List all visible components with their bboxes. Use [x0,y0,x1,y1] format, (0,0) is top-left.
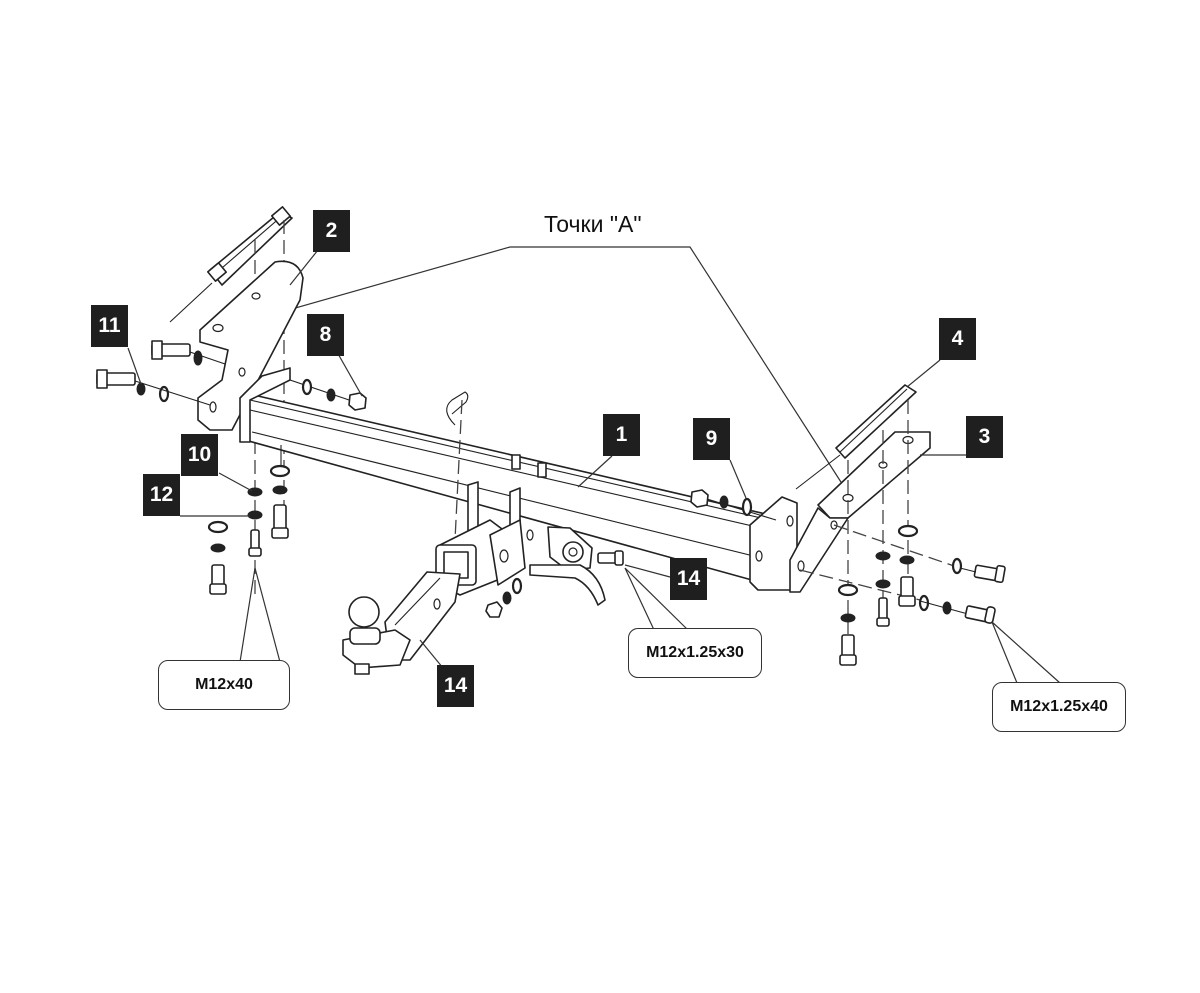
right-nut-set [690,489,777,521]
part-tag-1: 1 [603,414,640,456]
receiver-nuts [485,577,523,618]
bolt-spec-m12x40: M12x40 [158,660,290,710]
callout-leaders [127,249,1061,684]
left-vertical-bolts [207,445,291,595]
right-slide-plate [795,384,917,640]
left-bolt-set [96,340,226,406]
main-crossbar [239,367,798,591]
bolt-spec-m12x1-25x30: M12x1.25x30 [628,628,762,678]
part-tag-11: 11 [91,305,128,347]
right-bracket [789,431,931,593]
left-bracket [197,260,304,431]
part-tag-3: 3 [966,416,1003,458]
part-tag-8: 8 [307,314,344,356]
part-tag-9: 9 [693,418,730,460]
part-tag-14-ballmount: 14 [437,665,474,707]
points-a-label: Точки "A" [544,211,642,237]
ball-mount [342,571,461,675]
part-tag-14-socket: 14 [670,558,707,600]
part-tag-2: 2 [313,210,350,252]
points-a-leaders [217,246,849,494]
part-tag-4: 4 [939,318,976,360]
bolt-spec-m12x1-25x40: M12x1.25x40 [992,682,1126,732]
hitch-pin-clip [446,391,469,541]
part-tag-10: 10 [181,434,218,476]
socket-plate [529,526,624,606]
right-fasteners [799,524,1006,666]
part-tag-12: 12 [143,474,180,516]
